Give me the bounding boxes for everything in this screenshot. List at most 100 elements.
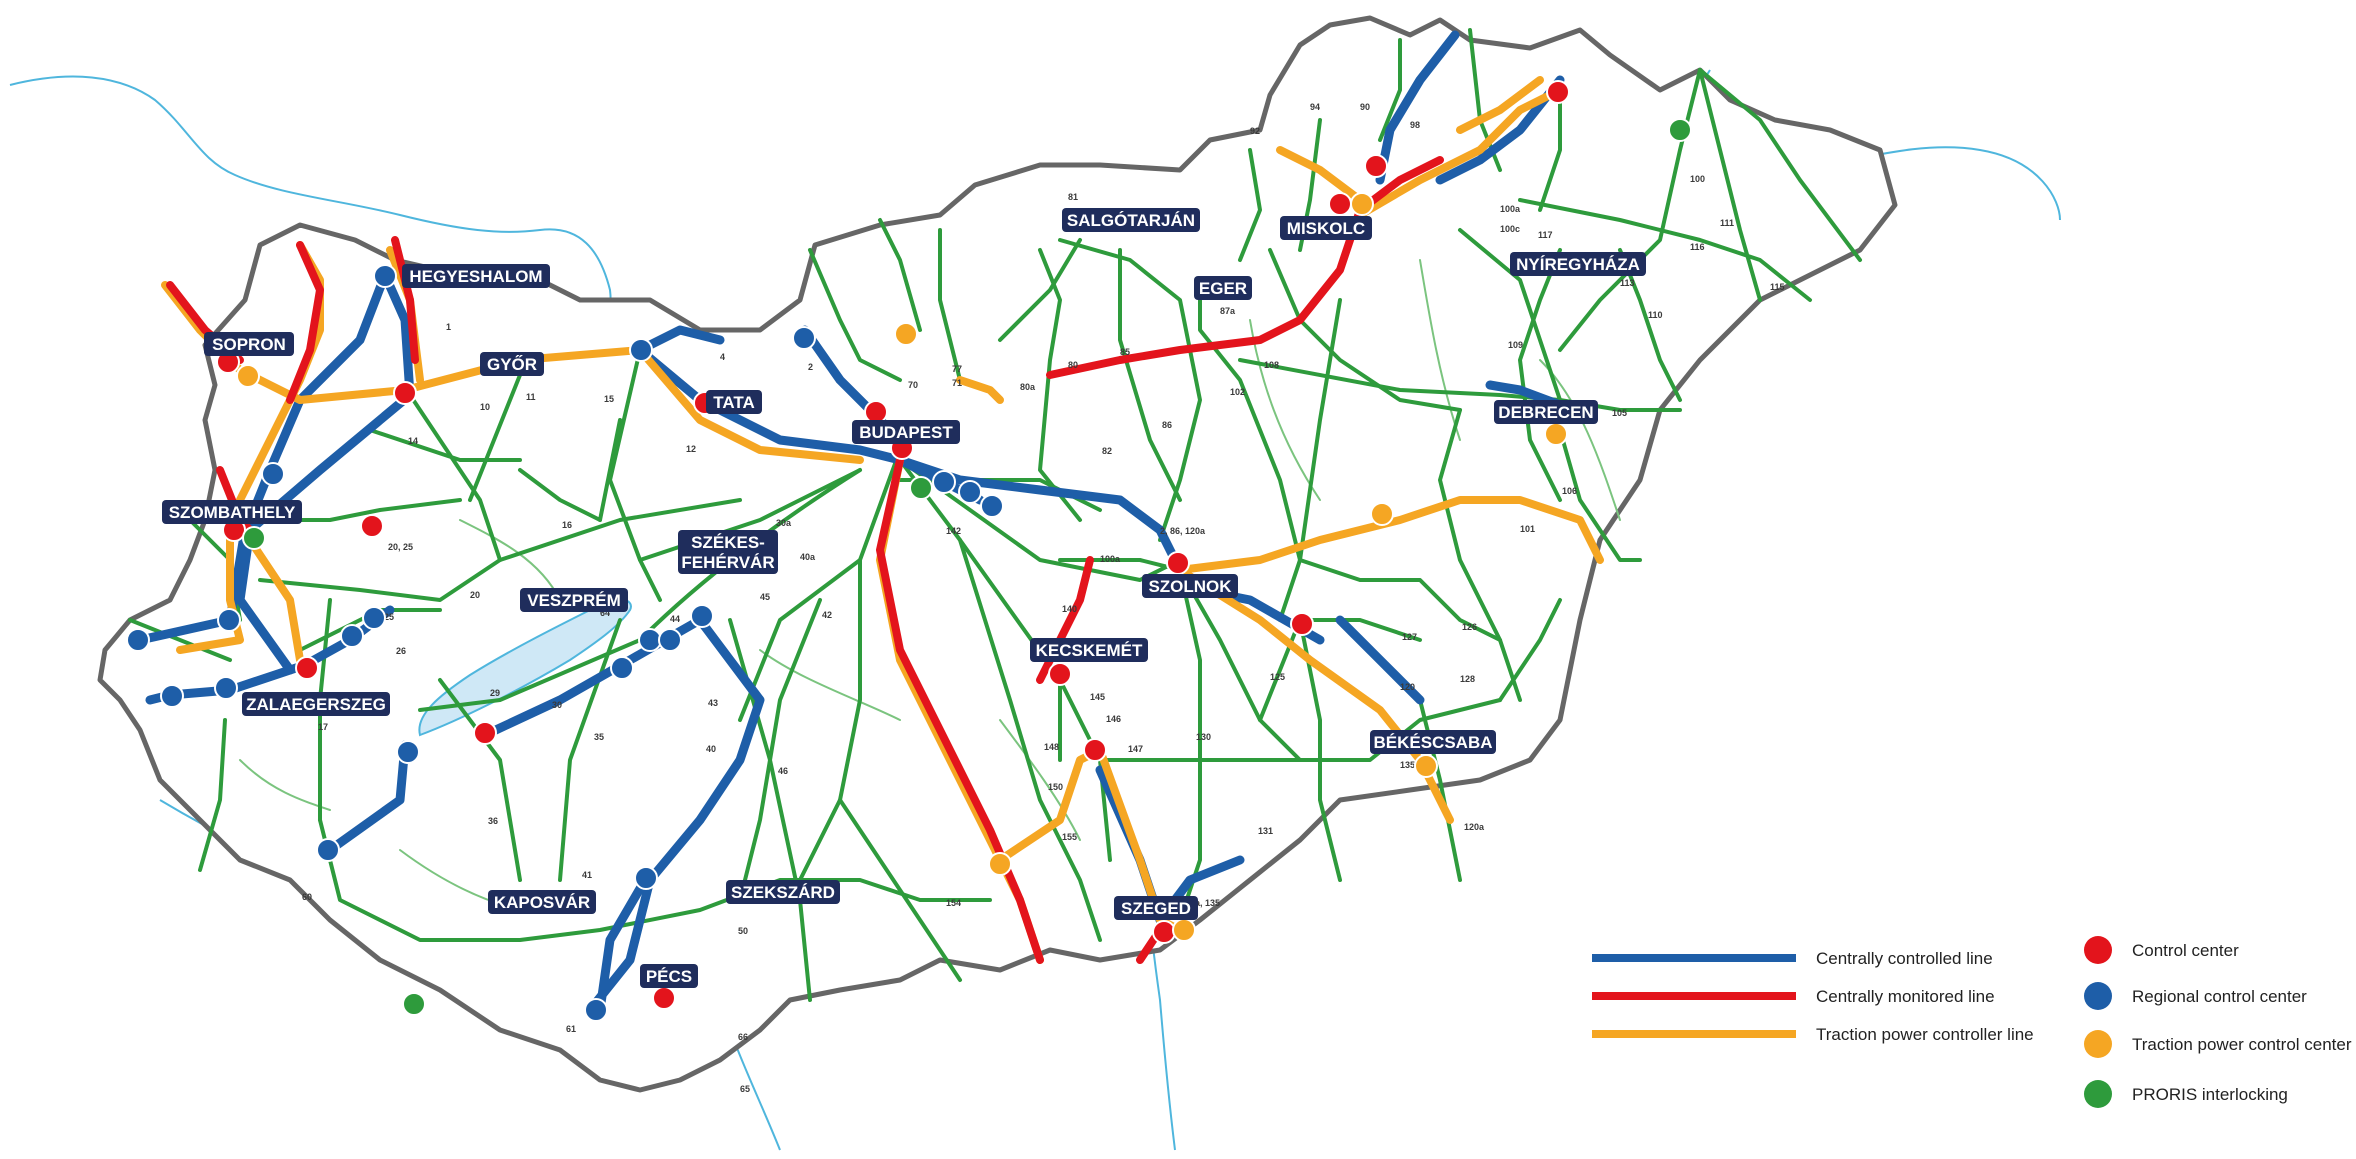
svg-text:SZEKSZÁRD: SZEKSZÁRD: [731, 883, 835, 902]
legend: Centrally controlled line Centrally moni…: [1592, 936, 2352, 1108]
svg-text:EGER: EGER: [1199, 279, 1247, 298]
svg-text:VESZPRÉM: VESZPRÉM: [527, 591, 621, 610]
regional-control-center-marker: [610, 656, 634, 680]
regional-control-center-marker: [340, 624, 364, 648]
line-number: 148: [1044, 742, 1059, 752]
line-number: 87a: [1220, 306, 1236, 316]
city-labels: SOPRON HEGYESHALOM GYŐR TATA BUDAPEST SZ…: [162, 208, 1646, 988]
line-number: 77: [952, 364, 962, 374]
line-number: 30a: [776, 518, 792, 528]
city-label-eger: EGER: [1194, 276, 1252, 300]
line-number: 101: [1520, 524, 1535, 534]
city-label-budapest: BUDAPEST: [852, 420, 960, 444]
line-number: 120a: [1464, 822, 1485, 832]
city-label-debrecen: DEBRECEN: [1494, 400, 1598, 424]
line-number: 108: [1264, 360, 1279, 370]
control-center-marker: [360, 514, 384, 538]
city-label-szekszard: SZEKSZÁRD: [726, 880, 840, 904]
regional-control-center-marker: [634, 866, 658, 890]
control-center-marker: [652, 986, 676, 1010]
city-label-tata: TATA: [706, 390, 762, 414]
svg-text:FEHÉRVÁR: FEHÉRVÁR: [681, 553, 774, 572]
svg-text:TATA: TATA: [713, 393, 755, 412]
control-center-marker: [1152, 920, 1176, 944]
regional-control-center-marker: [638, 628, 662, 652]
city-label-veszprem: VESZPRÉM: [520, 588, 628, 612]
line-number: 100a: [1500, 204, 1521, 214]
regional-control-center-marker: [217, 608, 241, 632]
city-label-miskolc: MISKOLC: [1280, 216, 1372, 240]
city-label-gyor: GYŐR: [480, 352, 544, 376]
svg-text:BUDAPEST: BUDAPEST: [859, 423, 953, 442]
line-number: 4: [720, 352, 725, 362]
line-number: 100c: [1500, 224, 1520, 234]
line-number: 60: [302, 892, 312, 902]
line-number: 147: [1128, 744, 1143, 754]
line-number: 86: [1162, 420, 1172, 430]
line-number: 1: [446, 322, 451, 332]
control-center-marker: [473, 721, 497, 745]
control-center-marker: [1364, 154, 1388, 178]
line-number: 2: [808, 362, 813, 372]
line-number: 14: [408, 436, 418, 446]
line-number: 120: [1400, 682, 1415, 692]
regional-control-center-marker: [658, 628, 682, 652]
city-label-szombathely: SZOMBATHELY: [162, 500, 302, 524]
svg-text:Centrally monitored line: Centrally monitored line: [1816, 987, 1995, 1006]
line-number: 11: [526, 392, 536, 402]
line-number: 10: [480, 402, 490, 412]
line-number: 145: [1090, 692, 1105, 702]
line-number: 131a, 135: [1180, 898, 1220, 908]
line-number: 41: [582, 870, 592, 880]
svg-text:PRORIS interlocking: PRORIS interlocking: [2132, 1085, 2288, 1104]
line-number: 131: [1258, 826, 1273, 836]
regional-control-center-marker: [362, 606, 386, 630]
legend-centrally-controlled: Centrally controlled line: [1592, 949, 1993, 968]
svg-text:SZOMBATHELY: SZOMBATHELY: [169, 503, 296, 522]
line-number: 100: [1690, 174, 1705, 184]
traction-power-control-center-marker: [1172, 918, 1196, 942]
line-number: 30: [552, 700, 562, 710]
line-number: 43: [708, 698, 718, 708]
regional-control-center-marker: [214, 676, 238, 700]
proris-interlocking-marker: [1668, 118, 1692, 142]
line-number: 135: [1400, 760, 1415, 770]
proris-interlocking-marker: [242, 526, 266, 550]
legend-centrally-monitored: Centrally monitored line: [1592, 987, 1995, 1006]
traction-power-control-center-marker: [1350, 192, 1374, 216]
city-label-szolnok: SZOLNOK: [1142, 574, 1238, 598]
svg-text:SOPRON: SOPRON: [212, 335, 286, 354]
line-number: 26: [396, 646, 406, 656]
line-number: 12: [686, 444, 696, 454]
legend-traction-power-control-center: Traction power control center: [2084, 1030, 2352, 1058]
control-center-marker: [393, 381, 417, 405]
line-number: 94: [1310, 102, 1320, 112]
regional-control-center-marker: [932, 470, 956, 494]
line-number: 117: [1538, 230, 1553, 240]
city-label-nyiregyhaza: NYÍREGYHÁZA: [1510, 252, 1646, 276]
line-number: 40a: [800, 552, 816, 562]
control-center-marker: [295, 656, 319, 680]
svg-text:GYŐR: GYŐR: [487, 355, 537, 374]
line-number: 44: [670, 614, 680, 624]
regional-control-center-marker: [160, 684, 184, 708]
svg-text:PÉCS: PÉCS: [646, 967, 692, 986]
svg-text:SALGÓTARJÁN: SALGÓTARJÁN: [1067, 211, 1195, 230]
line-number: 46: [778, 766, 788, 776]
line-number: 128: [1460, 674, 1475, 684]
line-number: 140: [1062, 604, 1077, 614]
city-label-sopron: SOPRON: [204, 332, 294, 356]
svg-text:SZOLNOK: SZOLNOK: [1148, 577, 1232, 596]
line-number: 64: [600, 608, 610, 618]
line-number: 20: [470, 590, 480, 600]
line-number: 16: [562, 520, 572, 530]
city-label-szeged: SZEGED: [1114, 896, 1198, 920]
svg-text:Regional control center: Regional control center: [2132, 987, 2307, 1006]
regional-control-center-marker: [629, 338, 653, 362]
regional-control-center-marker: [396, 740, 420, 764]
line-number: 50: [738, 926, 748, 936]
svg-text:SZÉKES-: SZÉKES-: [691, 533, 765, 552]
legend-regional-control-center: Regional control center: [2084, 982, 2307, 1010]
line-number: 70: [908, 380, 918, 390]
